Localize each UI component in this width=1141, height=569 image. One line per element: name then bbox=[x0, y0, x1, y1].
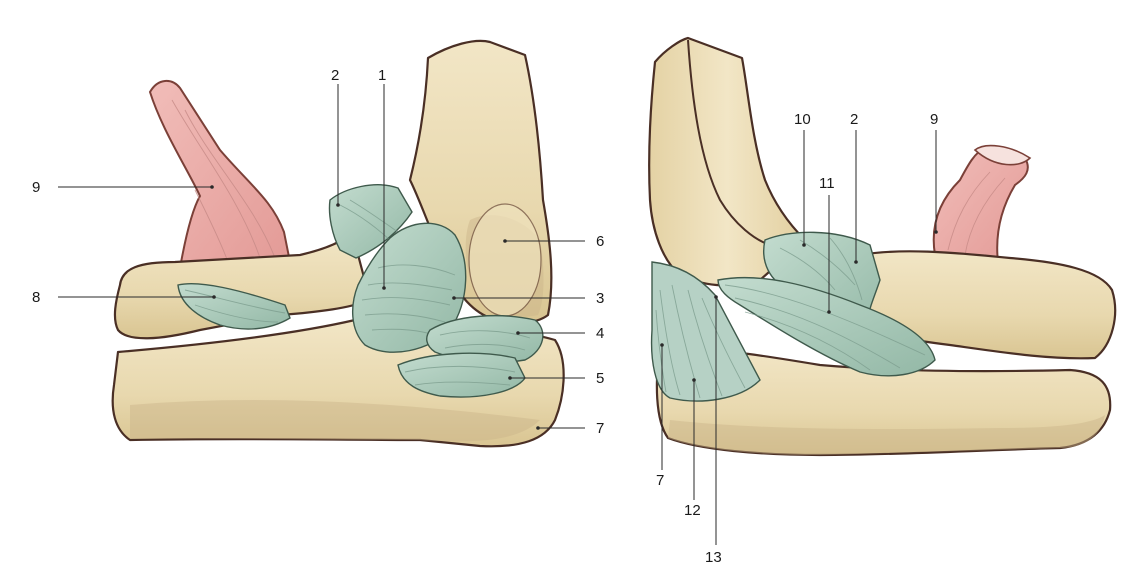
left-tendon-9 bbox=[150, 81, 290, 268]
left-label-2: 2 bbox=[331, 67, 339, 84]
left-label-8: 8 bbox=[32, 289, 40, 306]
left-label-1: 1 bbox=[378, 67, 386, 84]
left-label-7: 7 bbox=[596, 420, 604, 437]
right-label-11: 11 bbox=[819, 175, 835, 192]
left-label-9: 9 bbox=[32, 179, 40, 196]
right-label-12: 12 bbox=[684, 502, 701, 519]
right-label-2: 2 bbox=[850, 111, 858, 128]
right-label-7: 7 bbox=[656, 472, 664, 489]
left-label-6: 6 bbox=[596, 233, 604, 250]
right-view bbox=[649, 38, 1115, 455]
left-label-4: 4 bbox=[596, 325, 604, 342]
right-label-9: 9 bbox=[930, 111, 938, 128]
left-label-5: 5 bbox=[596, 370, 604, 387]
right-label-13: 13 bbox=[705, 549, 722, 566]
right-label-10: 10 bbox=[794, 111, 811, 128]
left-label-3: 3 bbox=[596, 290, 604, 307]
